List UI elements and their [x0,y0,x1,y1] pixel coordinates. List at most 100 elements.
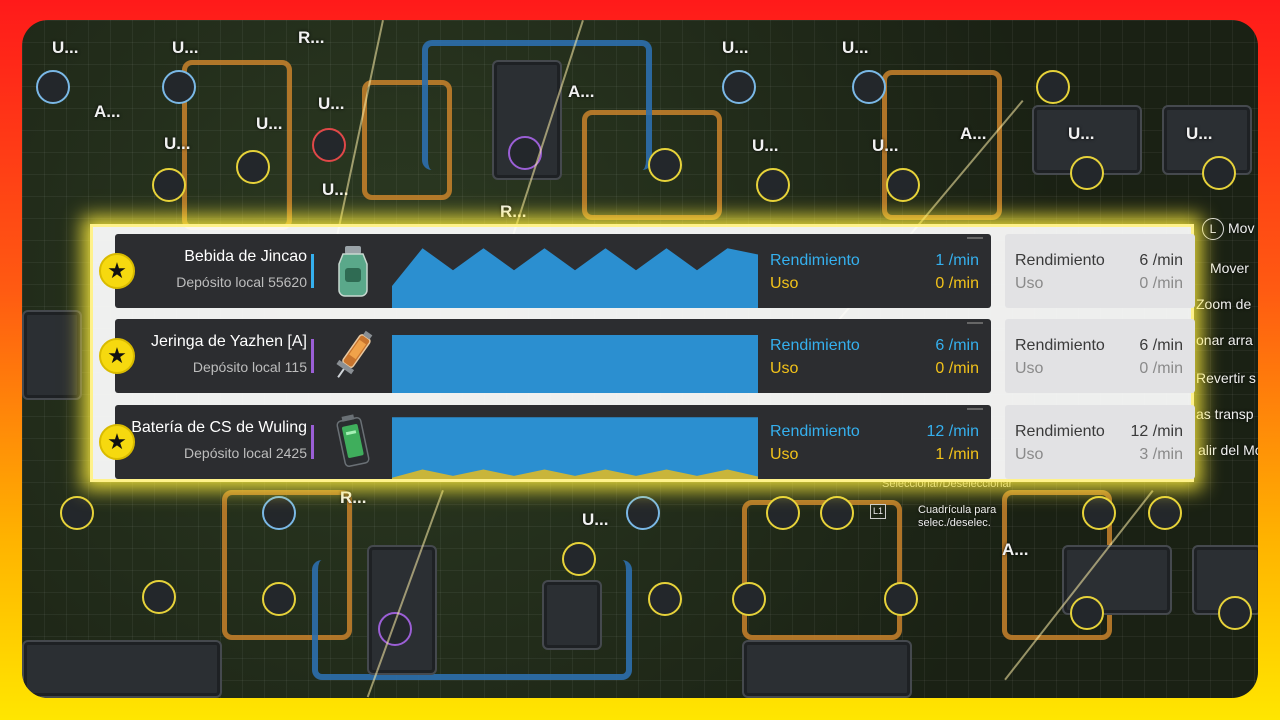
minimize-handle[interactable] [967,408,983,410]
item-node[interactable] [626,496,660,530]
item-node[interactable] [756,168,790,202]
item-node[interactable] [1036,70,1070,104]
machine-building[interactable] [542,580,602,650]
control-hint-revert[interactable]: Revertir s [1196,370,1256,386]
minimize-handle[interactable] [967,322,983,324]
item-node[interactable] [142,580,176,614]
control-hint-exit[interactable]: alir del Mo [1198,442,1258,458]
output-area [392,248,758,308]
item-node[interactable] [1070,156,1104,190]
map-label: U... [872,136,899,155]
item-node[interactable] [562,542,596,576]
item-card[interactable]: Batería de CS de Wuling Depósito local 2… [115,405,991,479]
map-label: A... [960,124,987,143]
item-node[interactable] [378,612,412,646]
item-node[interactable] [1082,496,1116,530]
grid-select-text: Cuadrícula para selec./deselec. [918,504,997,529]
side-usage-label: Uso [1015,275,1044,292]
map-label: U... [164,134,191,153]
map-label: R... [298,28,325,47]
side-output-label: Rendimiento [1015,337,1105,354]
item-node[interactable] [262,582,296,616]
star-icon[interactable]: ★ [99,424,135,460]
item-row[interactable]: ★ Jeringa de Yazhen [A] Depósito local 1… [99,319,1195,393]
map-label: A... [94,102,121,121]
side-output-value: 12 /min [1130,423,1183,440]
map-label: R... [340,488,367,507]
item-depot: Depósito local 115 [192,359,307,375]
map-label: U... [842,38,869,57]
item-node[interactable] [60,496,94,530]
item-node[interactable] [1202,156,1236,190]
control-hint-zoom[interactable]: Zoom de [1196,296,1252,312]
output-area [392,417,758,479]
conveyor-belt [362,80,452,200]
minimize-handle[interactable] [967,237,983,239]
star-icon[interactable]: ★ [99,338,135,374]
item-node[interactable] [722,70,756,104]
item-name: Jeringa de Yazhen [A] [151,333,307,350]
map-label: U... [52,38,79,57]
control-hint-transparency[interactable]: as transp [1196,406,1254,422]
item-row[interactable]: ★ Batería de CS de Wuling Depósito local… [99,405,1195,479]
item-node[interactable] [36,70,70,104]
machine-building[interactable] [742,640,912,698]
l1-button-icon: L1 [870,504,887,519]
usage-value: 1 /min [935,446,979,463]
fluid-pipe [312,560,632,680]
grid-select-hint[interactable]: L1 [870,504,900,519]
side-usage-value: 0 /min [1139,360,1183,377]
item-node[interactable] [732,582,766,616]
map-label: U... [752,136,779,155]
item-row[interactable]: ★ Bebida de Jincao Depósito local 55620 … [99,234,1195,308]
item-node[interactable] [884,582,918,616]
map-label: U... [582,510,609,529]
machine-building[interactable] [1032,105,1142,175]
side-output-label: Rendimiento [1015,252,1105,269]
machine-building[interactable] [22,640,222,698]
item-card[interactable]: Bebida de Jincao Depósito local 55620 Re… [115,234,991,308]
star-icon[interactable]: ★ [99,253,135,289]
battery-icon [325,413,381,471]
map-label: U... [318,94,345,113]
side-usage-label: Uso [1015,446,1044,463]
usage-label: Uso [770,360,799,377]
control-hint-select-drag[interactable]: onar arra [1196,332,1253,348]
syringe-icon [325,327,381,385]
item-node[interactable] [648,582,682,616]
accent-bar [311,425,314,459]
production-graph [392,335,758,393]
map-label: U... [256,114,283,133]
side-output-value: 6 /min [1139,337,1183,354]
production-graph [392,417,758,479]
item-node[interactable] [162,70,196,104]
usage-label: Uso [770,446,799,463]
item-node[interactable] [236,150,270,184]
item-node[interactable] [262,496,296,530]
item-node[interactable] [648,148,682,182]
usage-area [392,469,758,479]
usage-label: Uso [770,275,799,292]
item-node[interactable] [852,70,886,104]
map-label: U... [322,180,349,199]
item-node[interactable] [152,168,186,202]
machine-building[interactable] [22,310,82,400]
map-label: U... [1186,124,1213,143]
item-node[interactable] [820,496,854,530]
fluid-pipe [422,40,652,170]
item-node[interactable] [312,128,346,162]
machine-building[interactable] [367,545,437,675]
item-node[interactable] [1148,496,1182,530]
side-summary: Rendimiento 6 /min Uso 0 /min [1005,234,1195,308]
green-bottle-icon [325,242,381,300]
item-node[interactable] [766,496,800,530]
output-label: Rendimiento [770,337,860,354]
map-label: U... [722,38,749,57]
item-card[interactable]: Jeringa de Yazhen [A] Depósito local 115 [115,319,991,393]
production-graph [392,248,758,308]
item-node[interactable] [886,168,920,202]
item-node[interactable] [1218,596,1252,630]
item-node[interactable] [1070,596,1104,630]
control-hint-mover[interactable]: Mover [1210,260,1249,276]
